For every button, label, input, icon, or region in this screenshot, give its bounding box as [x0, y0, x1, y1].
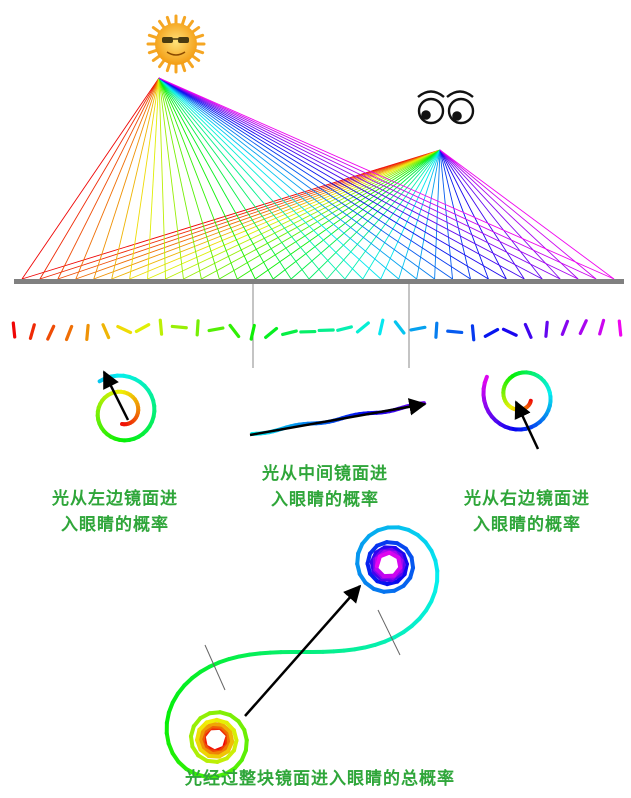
caption-right-line-1: 光从右边镜面进	[464, 489, 590, 509]
caption-left-line-1: 光从左边镜面进	[52, 489, 178, 509]
caption-total-line: 光经过整块镜面进入眼睛的总概率	[185, 769, 455, 789]
total-resultant-arrow	[244, 584, 362, 717]
caption-total: 光经过整块镜面进入眼睛的总概率	[110, 766, 530, 792]
left-resultant-arrow	[102, 370, 130, 421]
light-rays	[21, 77, 615, 280]
caption-right-mirror: 光从右边镜面进 入眼睛的概率	[432, 486, 622, 538]
right-mirror-spiral	[481, 370, 553, 432]
sun-icon	[146, 14, 206, 74]
left-mirror-spiral	[95, 373, 157, 443]
caption-right-line-2: 入眼睛的概率	[473, 515, 581, 535]
caption-middle-line-2: 入眼睛的概率	[271, 490, 379, 510]
right-resultant-arrow	[514, 400, 540, 450]
middle-resultant-arrow	[249, 398, 427, 437]
total-spiral-tick-left	[204, 644, 226, 691]
eyes-icon	[417, 90, 475, 125]
caption-middle-line-1: 光从中间镜面进	[262, 464, 388, 484]
total-euler-spiral	[164, 525, 440, 779]
caption-left-line-2: 入眼睛的概率	[61, 515, 169, 535]
mirror-surface	[14, 279, 624, 284]
caption-middle-mirror: 光从中间镜面进 入眼睛的概率	[230, 461, 420, 513]
total-spiral-tick-right	[377, 609, 401, 656]
caption-left-mirror: 光从左边镜面进 入眼睛的概率	[20, 486, 210, 538]
segment-amplitude-arrows	[11, 318, 623, 342]
